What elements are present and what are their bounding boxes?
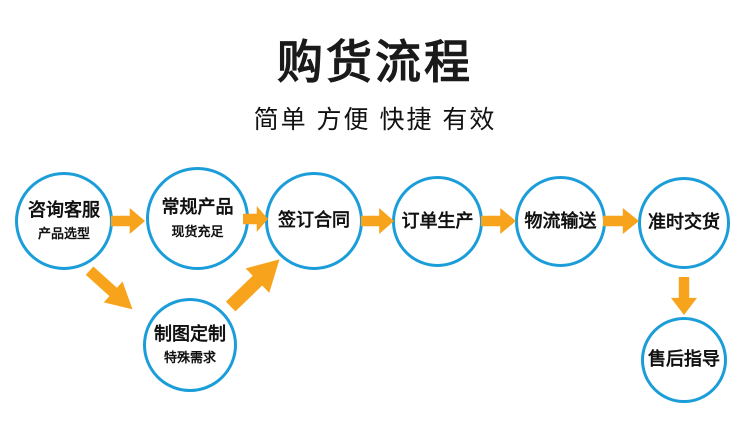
arrow-logistics-to-delivery	[603, 208, 639, 234]
step-label: 订单生产	[401, 210, 474, 231]
step-label: 制图定制	[154, 323, 226, 344]
step-label: 准时交货	[648, 212, 720, 233]
step-circle-custom-design: 制图定制 特殊需求	[143, 298, 237, 392]
step-label: 售后指导	[648, 349, 720, 370]
step-label: 咨询客服	[28, 199, 100, 220]
step-circle-production: 订单生产	[392, 176, 483, 267]
page-subtitle: 简单 方便 快捷 有效	[253, 106, 497, 134]
arrow-production-to-logistics	[481, 208, 516, 234]
step-label: 签订合同	[278, 210, 350, 231]
step-sublabel: 特殊需求	[163, 350, 216, 366]
step-circle-aftersales: 售后指导	[641, 317, 727, 403]
step-circle-consult: 咨询客服 产品选型	[15, 172, 113, 270]
arrow-delivery-to-aftersales	[671, 277, 697, 315]
page-title: 购货流程	[277, 36, 473, 88]
step-label: 常规产品	[161, 197, 234, 218]
step-sublabel: 产品选型	[37, 226, 90, 242]
arrow-consult-to-regular	[111, 208, 145, 234]
arrow-contract-to-production	[361, 208, 394, 234]
step-label: 物流输送	[524, 210, 597, 231]
step-circle-contract: 签订合同	[265, 172, 363, 270]
step-circle-logistics: 物流输送	[515, 176, 606, 267]
arrow-consult-to-custom-design	[80, 260, 142, 320]
step-circle-delivery: 准时交货	[638, 177, 730, 269]
step-circle-regular: 常规产品 现货充足	[146, 167, 249, 270]
step-sublabel: 现货充足	[171, 223, 224, 239]
